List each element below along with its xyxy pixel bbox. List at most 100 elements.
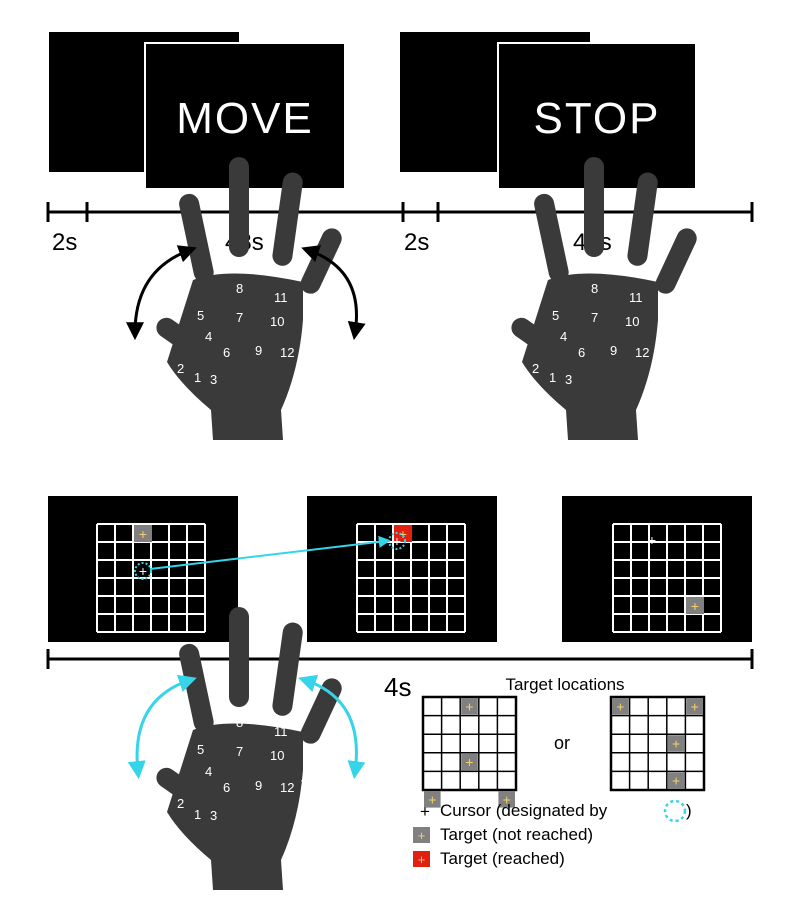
svg-text:5: 5 xyxy=(197,742,204,757)
stop-label: STOP xyxy=(533,94,660,143)
legend-cursor-close: ) xyxy=(686,801,692,820)
svg-text:+: + xyxy=(418,828,426,843)
svg-text:5: 5 xyxy=(197,308,204,323)
svg-text:5: 5 xyxy=(552,308,559,323)
cursor-cross-1: + xyxy=(139,563,147,579)
svg-text:4: 4 xyxy=(205,764,212,779)
svg-text:13: 13 xyxy=(655,341,669,356)
legend-cursor-ring xyxy=(663,799,687,823)
svg-text:12: 12 xyxy=(635,345,649,360)
pattern-target-cell xyxy=(667,735,685,752)
svg-text:8: 8 xyxy=(236,281,243,296)
svg-text:2: 2 xyxy=(177,361,184,376)
svg-text:6: 6 xyxy=(578,345,585,360)
svg-text:11: 11 xyxy=(629,290,643,305)
legend-target-reached: Target (reached) xyxy=(440,849,565,868)
svg-text:11: 11 xyxy=(274,724,288,739)
move-label: MOVE xyxy=(176,94,314,143)
target-cross-1: + xyxy=(139,526,147,542)
trial-screen-1 xyxy=(48,496,238,642)
svg-text:6: 6 xyxy=(223,345,230,360)
target-reached-2 xyxy=(394,525,412,542)
target-cross-3: + xyxy=(691,598,699,614)
svg-text:9: 9 xyxy=(255,778,262,793)
svg-text:9: 9 xyxy=(255,343,262,358)
rotation-arrow-right xyxy=(301,245,366,341)
trial-grid-1 xyxy=(96,523,206,633)
legend-cursor-symbol: + xyxy=(420,802,430,821)
svg-text:11: 11 xyxy=(274,290,288,305)
finger-numbers-hand-1: 1 2 3 4 5 6 7 8 9 10 11 12 13 14 xyxy=(177,281,319,387)
svg-text:14: 14 xyxy=(660,322,674,337)
cue-duration-2: 2s xyxy=(404,229,429,256)
legend-cursor-label: Cursor (designated by xyxy=(440,801,608,820)
cursor-cross-2: + xyxy=(393,533,401,549)
svg-text:10: 10 xyxy=(270,314,284,329)
legend-target-gray-swatch xyxy=(413,827,430,843)
svg-text:8: 8 xyxy=(591,281,598,296)
svg-text:4: 4 xyxy=(560,329,567,344)
svg-text:7: 7 xyxy=(236,744,243,759)
pattern-target-cross: + xyxy=(465,698,473,714)
svg-text:+: + xyxy=(418,852,426,867)
svg-text:3: 3 xyxy=(210,372,217,387)
svg-text:10: 10 xyxy=(625,314,639,329)
target-pattern-a: + + + + xyxy=(421,695,518,808)
target-not-reached-3 xyxy=(686,597,704,614)
svg-text:13: 13 xyxy=(300,341,314,356)
pattern-target-cell xyxy=(424,791,441,808)
legend-target-red-swatch xyxy=(413,851,430,867)
pattern-target-cell xyxy=(686,698,703,715)
trial-duration: 4s xyxy=(384,672,411,702)
svg-text:12: 12 xyxy=(280,780,294,795)
cursor-cross-3: + xyxy=(648,532,656,548)
hand-move xyxy=(152,157,346,440)
svg-text:8: 8 xyxy=(236,715,243,730)
pattern-target-cross: + xyxy=(691,698,699,714)
trial-screen-3 xyxy=(562,496,752,642)
cursor-path-arrow xyxy=(149,535,391,570)
rotation-arrow-left-cyan xyxy=(127,674,197,780)
svg-text:7: 7 xyxy=(591,310,598,325)
pattern-target-cross: + xyxy=(428,791,436,807)
svg-text:14: 14 xyxy=(305,322,319,337)
target-cross-2: + xyxy=(399,526,407,542)
trial-timeline xyxy=(46,649,754,669)
cursor-ring-1 xyxy=(134,562,152,580)
target-not-reached-1 xyxy=(134,525,152,542)
pattern-target-cross: + xyxy=(672,773,680,789)
pattern-target-cross: + xyxy=(616,698,624,714)
pattern-target-cell xyxy=(498,791,515,808)
finger-numbers-hand-3: 1 2 3 4 5 6 7 8 9 10 11 12 13 14 xyxy=(177,715,319,823)
svg-text:9: 9 xyxy=(610,343,617,358)
trial-screen-2 xyxy=(307,496,497,642)
trial-grid-2 xyxy=(356,523,466,633)
pattern-target-cell xyxy=(461,753,478,771)
cue-duration-1: 2s xyxy=(52,229,77,256)
finger-numbers-hand-2: 1 2 3 4 5 6 7 8 9 10 11 12 13 14 xyxy=(532,281,674,387)
rotation-arrow-right-cyan xyxy=(298,674,366,780)
svg-text:10: 10 xyxy=(270,748,284,763)
legend: + Cursor (designated by ) + Target (not … xyxy=(413,799,692,868)
target-pattern-b: ++++ xyxy=(609,695,706,792)
hand-stop xyxy=(507,157,701,440)
svg-text:1: 1 xyxy=(549,370,556,385)
svg-text:4: 4 xyxy=(205,329,212,344)
svg-text:12: 12 xyxy=(280,345,294,360)
svg-text:6: 6 xyxy=(223,780,230,795)
svg-text:2: 2 xyxy=(532,361,539,376)
or-label: or xyxy=(554,733,570,753)
pattern-target-cell xyxy=(461,698,478,715)
svg-text:14: 14 xyxy=(305,757,319,772)
trial-grid-3 xyxy=(612,523,722,633)
svg-text:1: 1 xyxy=(194,370,201,385)
svg-text:3: 3 xyxy=(210,808,217,823)
pattern-target-cross: + xyxy=(465,754,473,770)
target-locations-title: Target locations xyxy=(505,675,624,694)
rotation-arrow-left xyxy=(126,245,197,341)
pattern-target-cell xyxy=(612,698,629,715)
svg-text:1: 1 xyxy=(194,807,201,822)
pattern-target-cross: + xyxy=(503,791,511,807)
svg-text:2: 2 xyxy=(177,796,184,811)
